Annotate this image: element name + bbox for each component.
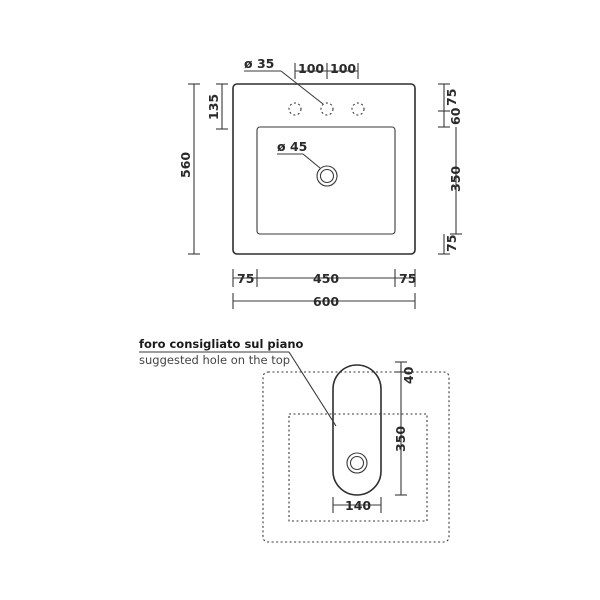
cutout-drain-inner [349,455,365,471]
top-offset-label: 40 [401,366,416,384]
basin-width-label: 450 [313,271,339,286]
basin-inner-outline [256,126,396,235]
tap-hole-right [351,102,365,116]
tap-spacing-left-label: 100 [298,61,324,76]
right-top-label: 75 [444,89,459,106]
tap-offset-label: 135 [206,94,221,120]
cutout-inner-dashed [288,413,428,522]
right-top-inner-label: 60 [448,107,463,125]
drain-outer [316,165,338,187]
tap-hole-left [288,102,302,116]
note-english: suggested hole on the top [139,353,290,367]
drain-diameter-label: ø 45 [277,139,307,154]
bottom-left-label: 75 [237,271,254,286]
hole-length-label: 350 [393,426,408,452]
basin-depth-label: 350 [448,166,463,192]
hole-width-label: 140 [345,498,371,513]
note-italian: foro consigliato sul piano [139,337,304,351]
overall-width-label: 600 [313,294,339,309]
cutout-view: foro consigliato sul piano suggested hol… [139,337,450,543]
basin-outer-outline [232,83,416,255]
cutout-drain-outer [346,452,368,474]
tap-spacing-right-label: 100 [330,61,356,76]
drain-inner [319,168,335,184]
tap-diameter-label: ø 35 [244,56,274,71]
right-bottom-label: 75 [444,235,459,252]
suggested-hole-slot [332,364,382,496]
top-view: ø 35 100 100 ø 45 135 560 75 60 350 [178,56,463,309]
tap-hole-center [320,102,334,116]
drain-diameter-leader [302,153,321,169]
note-leader [288,351,337,427]
tap-diameter-leader [280,70,324,105]
bottom-right-label: 75 [399,271,416,286]
overall-depth-label: 560 [178,152,193,178]
